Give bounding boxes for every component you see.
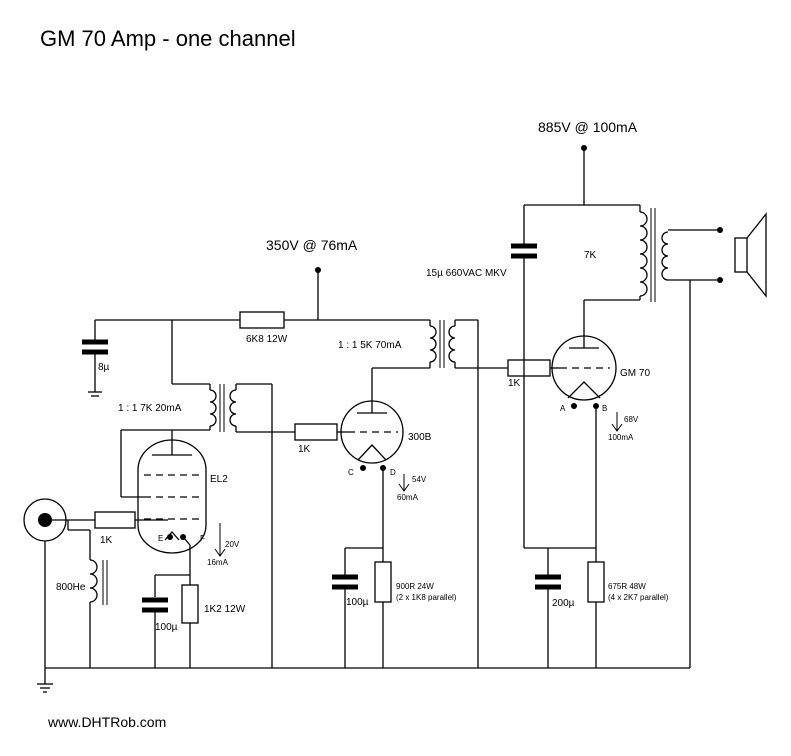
output-transformer-label: 7K <box>584 250 597 261</box>
el2-bias-voltage: 20V <box>225 540 240 549</box>
output-transformer: 7K <box>584 205 723 668</box>
coupling-cap: 15µ 660VAC MKV <box>426 205 537 548</box>
input-grid-resistor-label: 1K <box>100 535 113 546</box>
driver-cathode-resistor-label: 900R 24W <box>396 582 434 591</box>
filter-resistor-label: 6K8 12W <box>246 334 288 345</box>
filter-cap-label: 8µ <box>98 362 110 373</box>
interstage-1-label: 1 : 1 7K 20mA <box>118 403 182 414</box>
tube-300b: C D 300B <box>340 368 432 548</box>
speaker <box>734 212 767 298</box>
input-choke: 800He <box>56 529 108 668</box>
interstage-2-label: 1 : 1 5K 70mA <box>338 340 402 351</box>
el2-bias-indicator: 20V 16mA <box>207 523 240 567</box>
output-bias-indicator: 68V 100mA <box>608 412 639 442</box>
el2-cathode-resistor-label: 1K2 12W <box>204 604 246 615</box>
output-cathode-resistor-label: 675R 48W <box>608 582 646 591</box>
driver-bias-voltage: 54V <box>412 475 427 484</box>
output-cathode-network: 200µ 675R 48W (4 x 2K7 parallel) <box>524 547 669 668</box>
interstage-transformer-1: 1 : 1 7K 20mA <box>118 383 295 668</box>
el2-pin-f: F <box>200 534 205 543</box>
footer-url: www.DHTRob.com <box>48 714 167 730</box>
coupling-cap-label: 15µ 660VAC MKV <box>426 268 507 279</box>
output-bias-current: 100mA <box>608 433 634 442</box>
output-supply-label: 885V @ 100mA <box>538 119 638 135</box>
tube-300b-label: 300B <box>408 432 432 443</box>
tube-gm70: A B GM 70 <box>551 300 650 548</box>
tube-300b-pin-c: C <box>348 468 354 477</box>
el2-label: EL2 <box>210 474 228 485</box>
output-cathode-cap-label: 200µ <box>552 598 575 609</box>
choke-label: 800He <box>56 582 86 593</box>
diagram-title: GM 70 Amp - one channel <box>40 26 296 51</box>
output-cathode-resistor-note: (4 x 2K7 parallel) <box>608 593 669 602</box>
input-jack <box>23 498 95 668</box>
ground-bus <box>37 667 690 693</box>
tube-gm70-pin-a: A <box>560 404 566 413</box>
driver-grid-resistor: 1K <box>294 423 348 455</box>
el2-bias-current: 16mA <box>207 558 229 567</box>
tube-gm70-pin-b: B <box>602 404 607 413</box>
driver-grid-resistor-label: 1K <box>298 444 311 455</box>
tube-gm70-label: GM 70 <box>620 368 650 379</box>
el2-cathode-resistor: 1K2 12W <box>181 575 246 668</box>
interstage-transformer-2: 1 : 1 5K 70mA <box>338 319 508 668</box>
output-supply: 885V @ 100mA <box>524 119 640 206</box>
input-grid-resistor: 1K <box>94 511 168 546</box>
driver-cathode-resistor-note: (2 x 1K8 parallel) <box>396 593 457 602</box>
output-bias-voltage: 68V <box>624 415 639 424</box>
driver-bias-current: 60mA <box>397 493 419 502</box>
driver-supply-label: 350V @ 76mA <box>266 237 358 253</box>
el2-pin-e: E <box>158 534 163 543</box>
driver-cathode-cap-label: 100µ <box>346 597 369 608</box>
supply-filter: 8µ 6K8 12W 350V @ 76mA <box>82 237 430 397</box>
el2-cathode-cap-label: 100µ <box>155 622 178 633</box>
el2-tube: EL2 E F <box>120 429 228 597</box>
tube-300b-pin-d: D <box>390 468 396 477</box>
driver-bias-indicator: 54V 60mA <box>397 474 427 502</box>
driver-cathode-network: 100µ 900R 24W (2 x 1K8 parallel) <box>332 547 457 668</box>
output-grid-resistor-label: 1K <box>508 378 521 389</box>
el2-cathode-cap: 100µ <box>142 597 178 668</box>
